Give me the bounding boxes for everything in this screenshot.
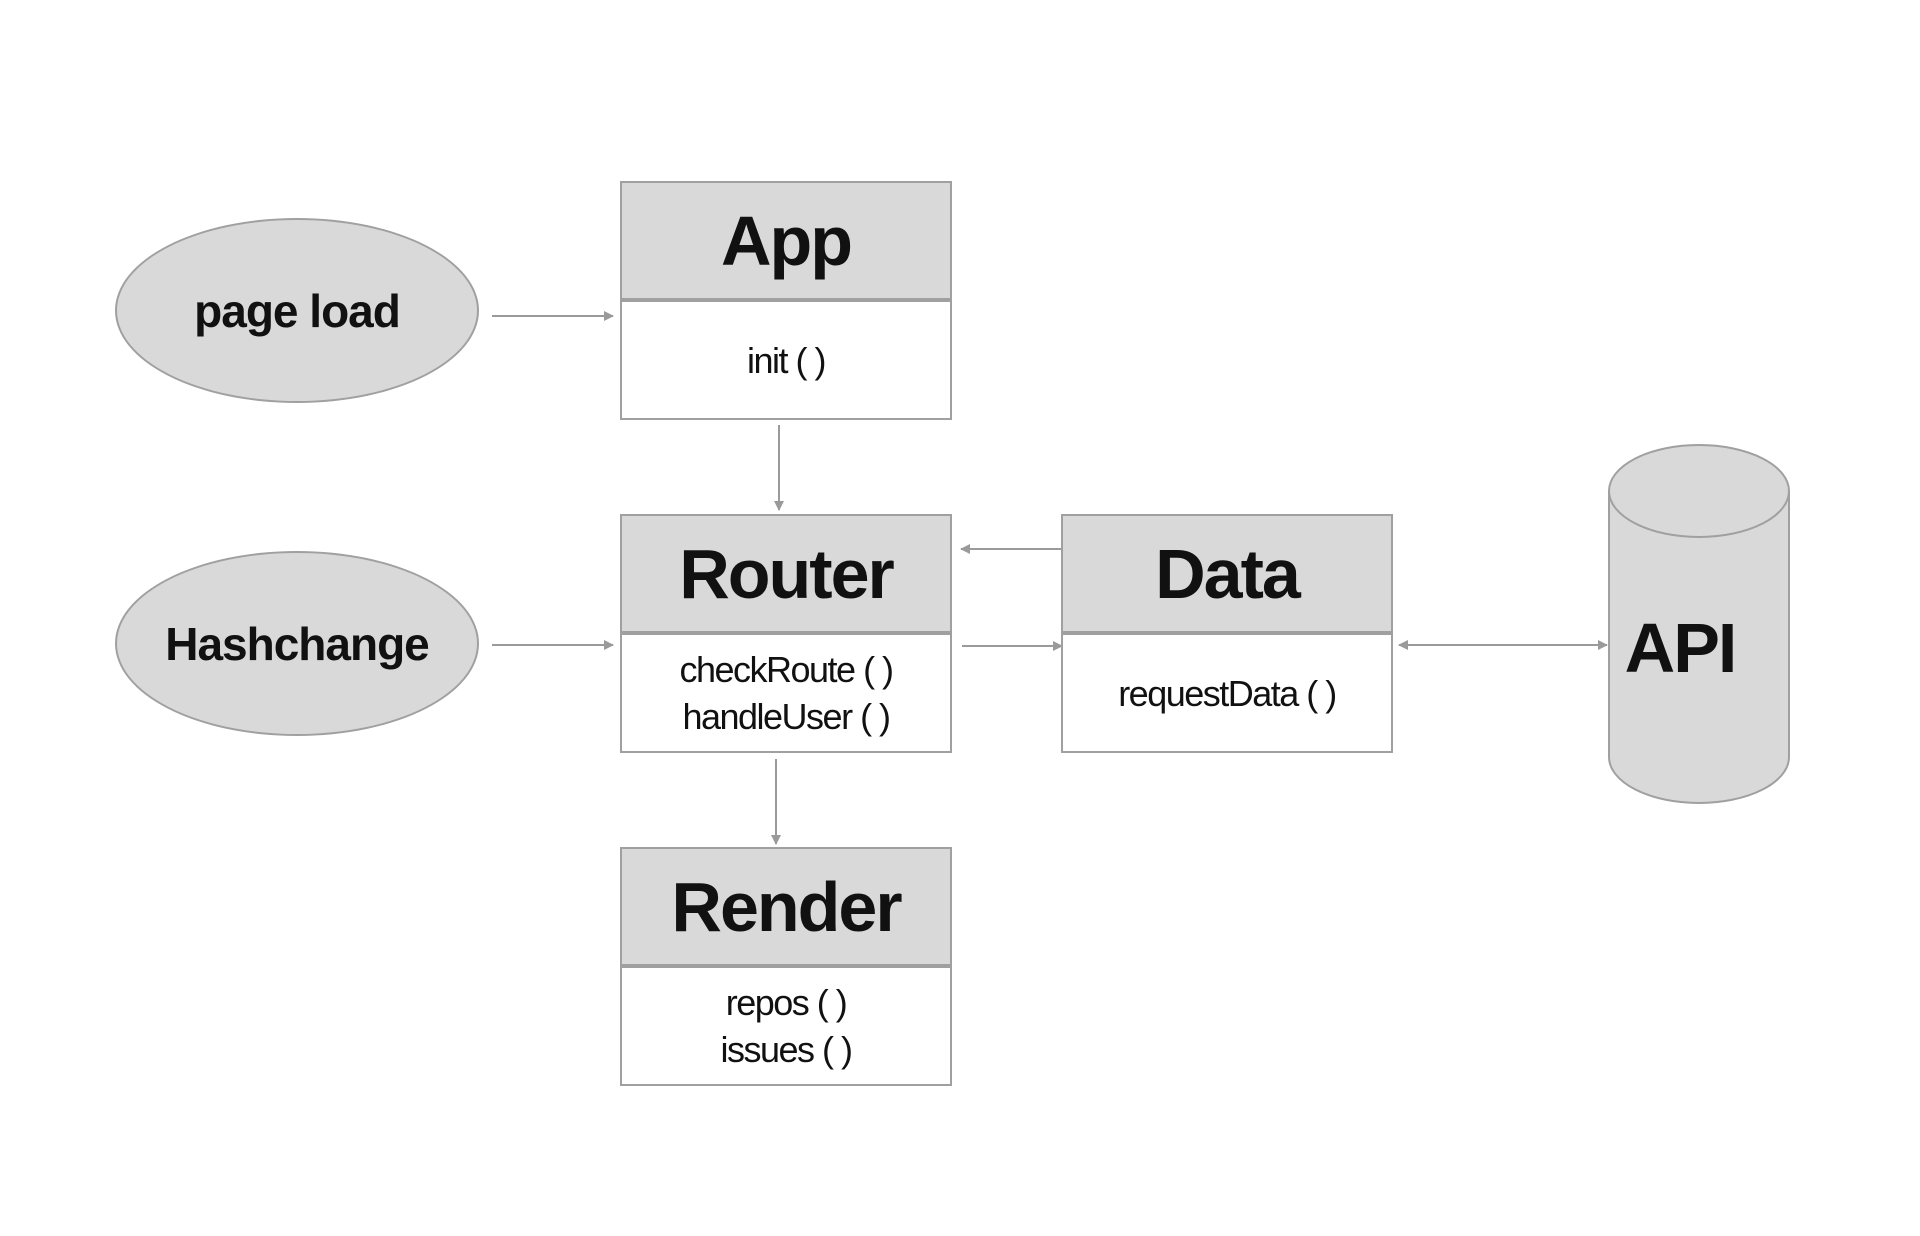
- api-cylinder: [1608, 444, 1790, 804]
- hashchange-event: Hashchange: [115, 551, 479, 736]
- app-class-title: App: [720, 201, 853, 280]
- render-class-box: Render repos ( ) issues ( ): [620, 847, 952, 1086]
- app-class-box: App init ( ): [620, 181, 952, 420]
- router-class-title: Router: [679, 534, 895, 613]
- router-class-header: Router: [622, 516, 950, 635]
- hashchange-label: Hashchange: [165, 617, 430, 670]
- data-method-requestdata: requestData ( ): [1118, 672, 1337, 714]
- data-class-methods: requestData ( ): [1063, 635, 1391, 751]
- api-label: API: [1624, 609, 1738, 687]
- data-class-box: Data requestData ( ): [1061, 514, 1393, 753]
- page-load-event: page load: [115, 218, 479, 403]
- app-class-methods: init ( ): [622, 302, 950, 418]
- data-class-header: Data: [1063, 516, 1391, 635]
- page-load-label: page load: [194, 284, 401, 337]
- render-method-repos: repos ( ): [725, 982, 848, 1023]
- router-method-handleuser: handleUser ( ): [682, 696, 891, 737]
- router-class-box: Router checkRoute ( ) handleUser ( ): [620, 514, 952, 753]
- data-class-title: Data: [1155, 534, 1301, 613]
- router-class-methods: checkRoute ( ) handleUser ( ): [622, 635, 950, 751]
- router-method-checkroute: checkRoute ( ): [679, 649, 894, 690]
- app-class-header: App: [622, 183, 950, 302]
- render-class-title: Render: [671, 867, 902, 946]
- render-method-issues: issues ( ): [720, 1029, 853, 1070]
- render-class-methods: repos ( ) issues ( ): [622, 968, 950, 1084]
- app-method-init: init ( ): [747, 339, 827, 381]
- render-class-header: Render: [622, 849, 950, 968]
